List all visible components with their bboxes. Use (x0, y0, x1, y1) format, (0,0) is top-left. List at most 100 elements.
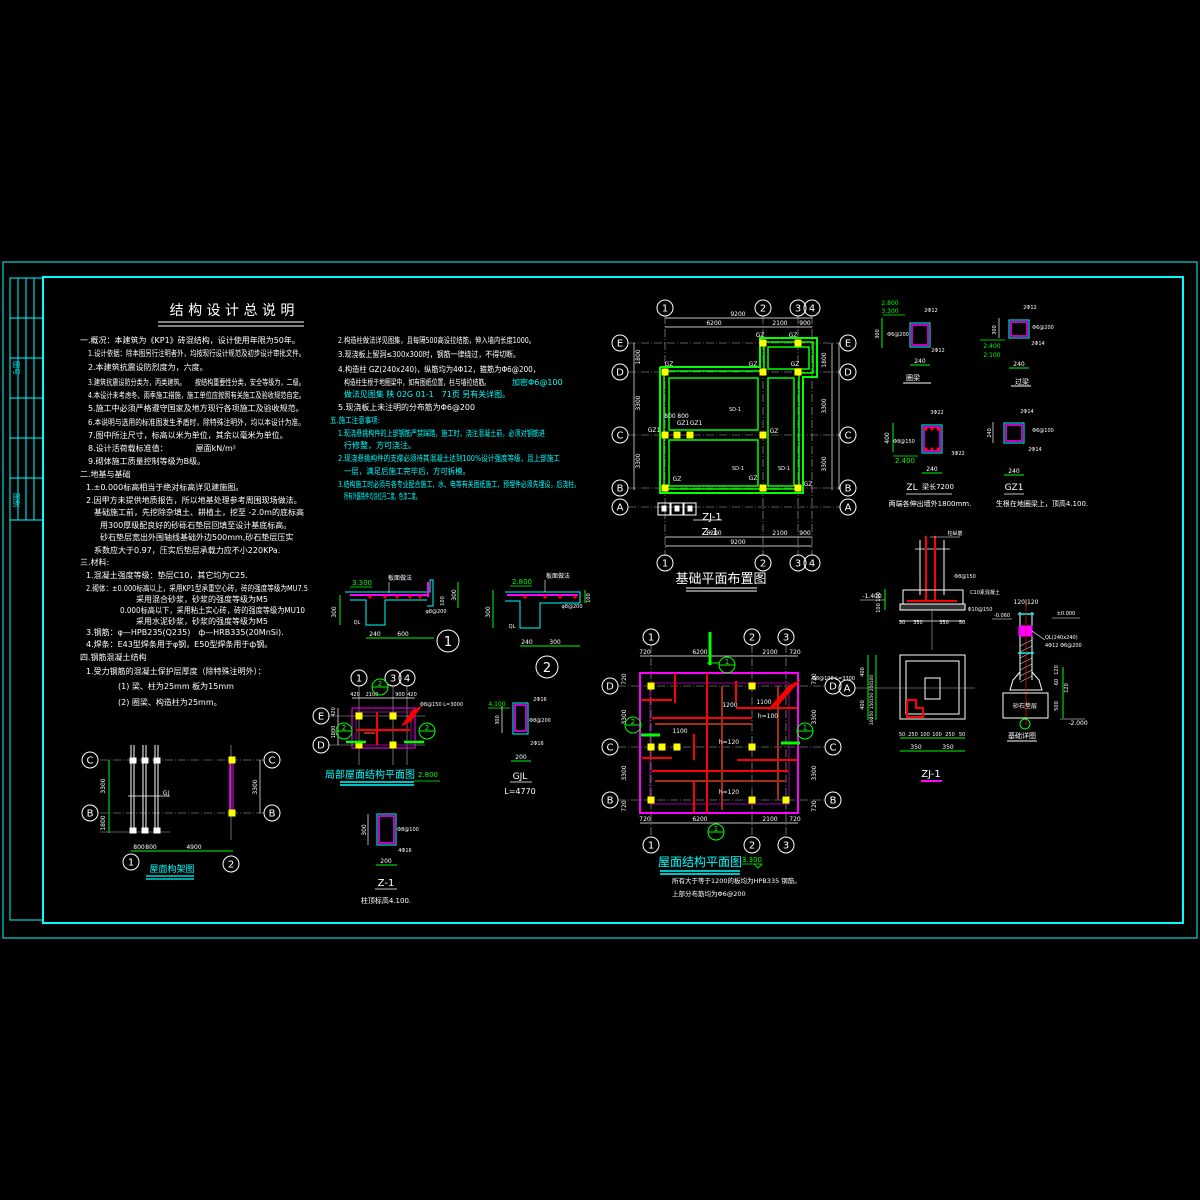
rebar-dot (543, 595, 547, 599)
dimension-text: 420 (407, 692, 417, 698)
dimension-text: 420 (331, 707, 337, 717)
axis-bubble-bottom: 3 (783, 841, 789, 852)
rebar-dot (523, 595, 527, 599)
rebar-label: 4Φ16 (398, 848, 411, 854)
axis-bubble-top: 3 (795, 304, 801, 315)
axis-bubble: A (844, 684, 851, 695)
beam-name: 圈梁 (906, 373, 920, 382)
dimension-text: 3300 (811, 709, 818, 724)
note-line: (2) 圈梁、构造柱为25mm。 (118, 697, 222, 707)
note-line: 3.建筑抗震设防分类为，丙类建筑。 按结构重要性分类，安全等级为，二级。 (88, 377, 305, 387)
frame-post (129, 827, 137, 834)
footing-plan-inner (905, 660, 960, 715)
axis-bubble-left-bubble (601, 738, 619, 756)
axis-bubble-top: 2 (760, 304, 766, 315)
axis-bubble-top-bubble (743, 628, 761, 646)
column-label: GZ1 (677, 420, 690, 427)
axis-bubble-bottom-bubble (754, 554, 772, 572)
note-line: 2.现浇悬挑构件的支撑必须待其混凝土达到100%设计强度等级，且上部施工 (338, 453, 560, 463)
note-line: 2.砌体：±0.000标高以上，采用KP1型承重空心砖，砖的强度等级为MU7.5 (86, 583, 308, 593)
slab-label: h=100 (758, 713, 778, 720)
note-line: 3.现浇板上留洞≤300x300时，钢筋一律绕过，不得切断。 (338, 349, 520, 359)
rebar-label: 柱纵筋 (947, 530, 962, 537)
elevation-mark: 2.400 (895, 457, 915, 465)
axis-bubble-top: 2 (749, 633, 755, 644)
column-label: GZ (804, 481, 813, 488)
axis-bubble-bottom-bubble (789, 554, 807, 572)
axis-bubble-right-bubble (839, 334, 857, 352)
dimension-text: 3300 (100, 778, 107, 793)
column-gz (748, 743, 756, 751)
dimension-text: 50 (899, 620, 905, 626)
axis-bubble-right: B (269, 809, 276, 820)
axis-bubble-left: E (318, 712, 324, 723)
axis-bubble-left: B (607, 796, 614, 807)
rebar-callout: Φ8@150 L=3000 (420, 702, 463, 708)
dimension-text: 6200 (706, 530, 721, 537)
dimension-text: 600 (397, 631, 409, 638)
rebar-dot (368, 595, 372, 599)
elevation-mark: 3.300 (352, 579, 372, 587)
note-line: 加密Φ6@100 (512, 377, 563, 387)
rebar-dot (383, 595, 387, 599)
column-gz (647, 682, 655, 690)
column-outline (1003, 422, 1025, 444)
axis-bubble-top: 4 (404, 674, 410, 685)
note-line: 2.因甲方未提供地质报告，所以地基处理参考周围现场做法。 (86, 495, 302, 505)
roof-inner-beam (355, 711, 412, 746)
gz1-section: 2Φ14Φ6@1002Φ14240240GZ1生根在地圈梁上，顶高4.100.柱… (838, 409, 1088, 782)
dimension-text: 720 (789, 649, 801, 656)
rebar-label: Φ6@100 (1032, 428, 1054, 434)
cantilever-rebar-hatch (407, 706, 420, 724)
dimension-text: 720 (621, 800, 628, 812)
column-label: GZ (756, 332, 765, 339)
column-label: GZ (749, 475, 758, 482)
dimension-text: 4900 (186, 844, 201, 851)
column-outline (376, 813, 397, 846)
rebar-label: 2Φ14 (1031, 341, 1044, 347)
column-gz (355, 712, 363, 720)
dimension-text: 100 (876, 592, 882, 602)
column-gz (794, 368, 802, 376)
foundation-wall-inner (663, 341, 814, 490)
column-gz (661, 431, 669, 439)
elevation-mark: 2.800 (418, 771, 438, 779)
outer-border (2, 261, 1198, 939)
rebar-dot (930, 427, 934, 431)
rebar-dot (418, 595, 422, 599)
footing-zj1 (657, 502, 671, 516)
note-line: 4.本设计未考虑冬、雨季施工措施，施工单位应按照有关施工及验收规范自定。 (88, 390, 305, 400)
axis-bubble-left-bubble (81, 804, 99, 822)
foundation-wall-outer (659, 337, 818, 494)
note-line: 2.构造柱做法详见图集，且每隔500高设拉结筋，伸入墙内长度1000。 (338, 335, 535, 345)
note-line: 四.钢筋混凝土结构 (80, 652, 147, 662)
axis-bubble-right-bubble (824, 738, 842, 756)
notes-title: 结 构 设 计 总 说 明 (170, 303, 295, 319)
dimension-text: 100 (869, 717, 875, 726)
column-note: 生根在地圈梁上，顶高4.100. (996, 499, 1088, 508)
dimension-text: 300 (992, 325, 998, 335)
column-gz (389, 741, 397, 749)
dimension-text: 500 (1054, 701, 1060, 711)
foundation-wall-room (767, 346, 810, 370)
dimension-text: 240 (926, 466, 938, 473)
note-line: 所有外露铁件均涂红丹二度，色漆二度。 (344, 491, 420, 501)
elevation-mark: 2.800 (512, 578, 532, 586)
beam-outline (505, 600, 580, 629)
column-label: GZ (673, 476, 682, 483)
frame-post (129, 757, 137, 764)
column-gz (389, 712, 397, 720)
note-line: 1.±0.000标高相当于绝对标高详见建施图。 (86, 482, 243, 492)
dimension-text: 300 (485, 606, 492, 618)
cantilever-rebar-hatch (771, 682, 795, 709)
axis-bubble-top-bubble (384, 669, 402, 687)
slab-label: 1200 (722, 702, 737, 709)
axis-bubble-top: 1 (356, 674, 362, 685)
dimension-text: 720 (811, 800, 818, 812)
drawing-title: 屋面结构平面图 (658, 854, 742, 869)
note-line: 1.现浇悬挑构件的上部钢筋严禁踩踏，施工时，浇注混凝土前，必须对钢筋进 (338, 428, 545, 438)
dimension-text: 240 (914, 358, 926, 365)
